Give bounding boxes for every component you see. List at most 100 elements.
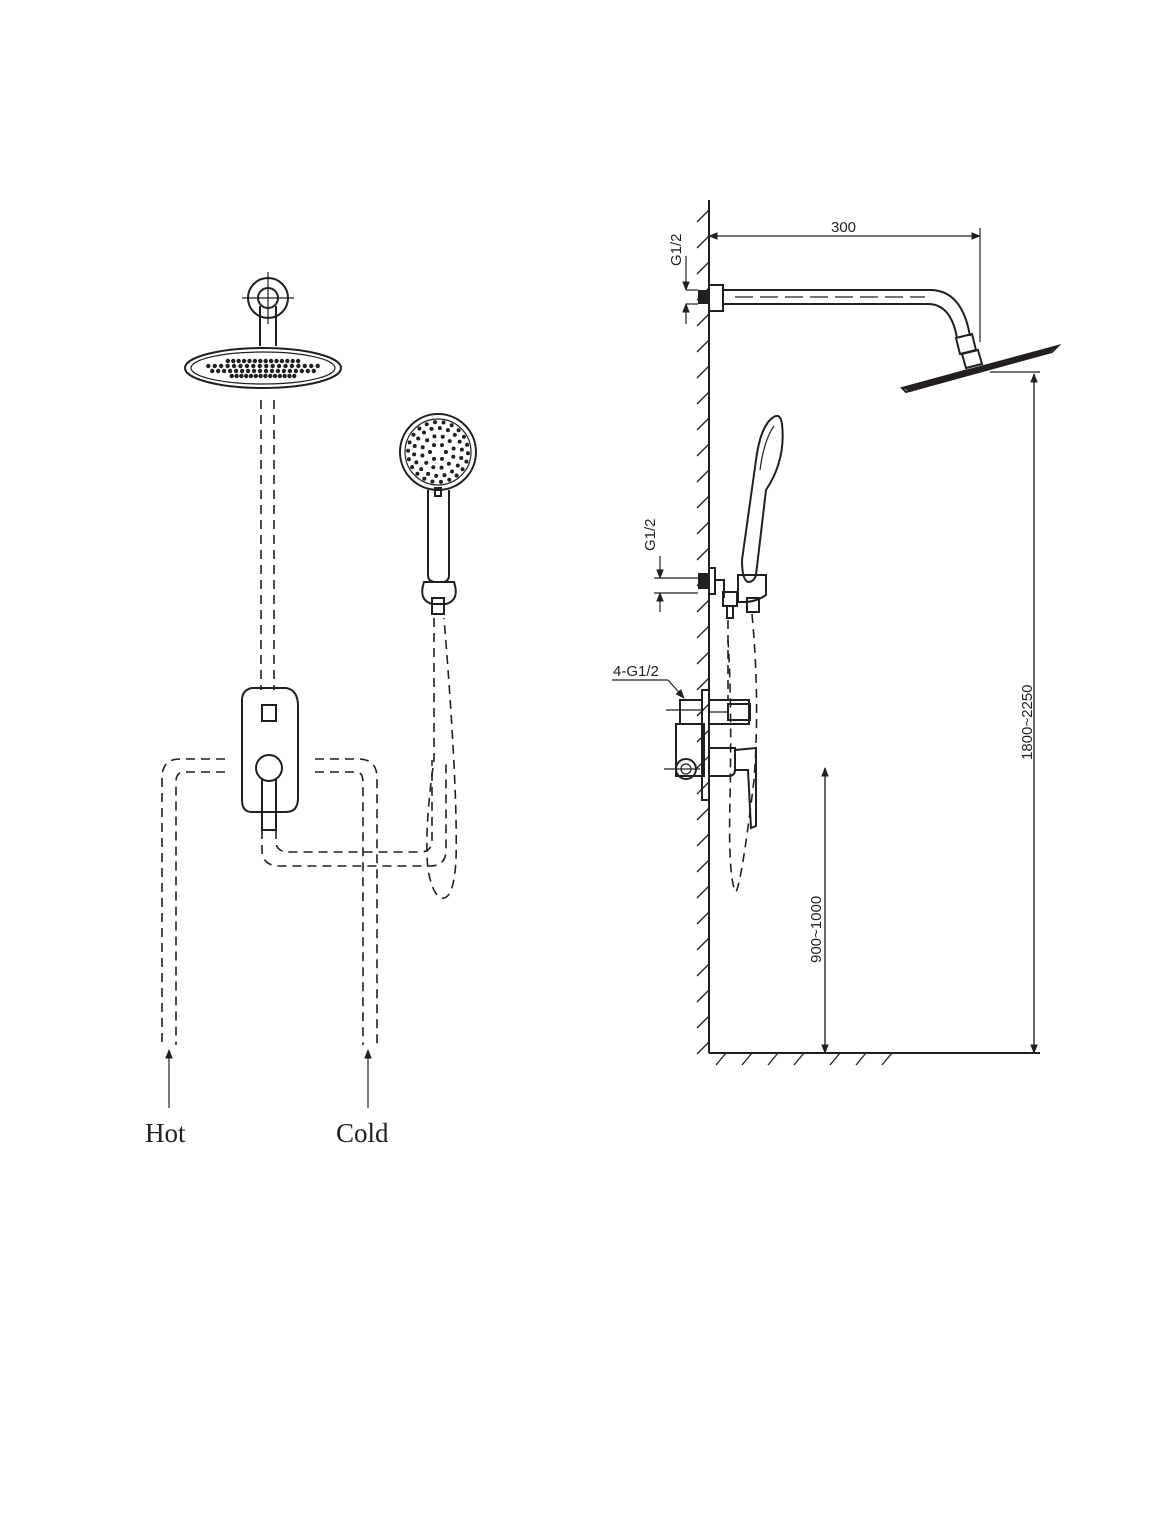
hand-nozzle <box>430 479 435 484</box>
floor-hatch-line <box>793 1052 805 1066</box>
front-shower-hose <box>426 617 458 899</box>
rain-nozzle <box>229 373 234 379</box>
dimension-arm-length: 300 <box>708 219 981 342</box>
hand-nozzle <box>412 444 417 449</box>
rain-nozzle <box>257 363 262 369</box>
rain-nozzle <box>275 368 281 374</box>
rain-nozzle <box>210 368 215 374</box>
hand-nozzle <box>431 465 436 470</box>
cold-inlet: Cold <box>336 1049 389 1148</box>
hand-nozzle <box>429 426 434 431</box>
head-height-label: 1800~2250 <box>1019 685 1036 761</box>
valve-thread-label: 4-G1/2 <box>613 663 659 680</box>
rain-nozzle <box>290 358 295 364</box>
rain-nozzle <box>281 368 287 374</box>
wall-hatch-line <box>696 651 710 665</box>
rain-nozzle <box>244 363 250 369</box>
rain-nozzle <box>218 363 224 369</box>
front-cold-supply-pipe <box>315 758 378 1045</box>
dimension-head-height: 1800~2250 <box>990 371 1040 1054</box>
hand-nozzle <box>440 456 444 461</box>
side-wall-outlet <box>698 567 738 700</box>
rain-nozzle <box>315 363 320 369</box>
wall-hatch-line <box>696 339 710 353</box>
wall-hatching <box>696 209 710 1055</box>
rain-nozzle <box>239 368 245 374</box>
rain-nozzle <box>295 358 301 364</box>
wall-hatch-line <box>696 937 710 951</box>
wall-hatch-line <box>696 469 710 483</box>
rain-nozzle <box>270 363 275 369</box>
side-wall <box>696 200 710 1055</box>
hand-nozzle <box>410 465 415 470</box>
rain-nozzle <box>231 358 236 364</box>
side-valve-body <box>664 689 757 830</box>
wall-hatch-line <box>696 261 710 275</box>
rain-nozzle <box>285 358 290 364</box>
rain-nozzle <box>221 368 227 374</box>
rain-nozzle <box>276 363 282 369</box>
rain-nozzle <box>283 363 288 369</box>
hand-nozzle <box>440 443 444 448</box>
hand-nozzle <box>437 426 442 431</box>
hand-nozzle <box>416 436 421 441</box>
hand-nozzle <box>461 434 466 439</box>
front-view: Hot Cold <box>145 272 477 1148</box>
wall-hatch-line <box>696 417 710 431</box>
hand-nozzle <box>424 460 429 465</box>
hand-nozzle <box>420 445 425 450</box>
floor-hatch-line <box>715 1052 727 1066</box>
hand-nozzle <box>428 450 432 454</box>
rain-nozzle <box>257 368 263 374</box>
hand-nozzle <box>460 467 465 472</box>
hand-nozzle <box>451 446 456 451</box>
front-outlet-pipe <box>261 760 447 867</box>
rain-nozzle <box>215 368 221 374</box>
hand-nozzle <box>459 447 464 452</box>
wall-hatch-line <box>696 963 710 977</box>
hand-nozzle <box>441 420 446 425</box>
hand-nozzle <box>456 428 461 433</box>
hand-nozzle <box>422 430 427 435</box>
rain-nozzle <box>296 363 301 369</box>
rain-nozzle <box>225 363 230 369</box>
rain-nozzle <box>243 373 249 379</box>
hot-inlet: Hot <box>145 1049 186 1148</box>
wall-hatch-line <box>696 521 710 535</box>
wall-hatch-line <box>696 599 710 613</box>
rain-nozzle <box>231 363 237 369</box>
front-riser-pipe <box>260 400 275 690</box>
rain-nozzle <box>245 368 251 374</box>
rain-nozzle <box>252 358 258 364</box>
side-rain-shower-head <box>900 344 1062 394</box>
hand-nozzle <box>454 473 459 478</box>
hand-nozzle <box>414 460 419 465</box>
rain-nozzle <box>293 368 299 374</box>
wall-hatch-line <box>696 833 710 847</box>
dimension-valve-thread: 4-G1/2 <box>612 663 685 699</box>
hand-nozzle <box>444 450 448 454</box>
hand-nozzle <box>407 440 412 445</box>
dimension-top-thread: G1/2 <box>668 233 698 324</box>
cold-label: Cold <box>336 1118 389 1148</box>
wall-hatch-line <box>696 391 710 405</box>
top-thread-label: G1/2 <box>668 233 685 266</box>
wall-hatch-line <box>696 677 710 691</box>
hand-nozzle <box>464 459 469 464</box>
front-wall-flange <box>242 272 294 346</box>
wall-hatch-line <box>696 989 710 1003</box>
rain-nozzle <box>251 368 257 374</box>
rain-nozzle <box>268 358 274 364</box>
front-rain-shower-head <box>184 347 342 389</box>
dimension-hand-thread: G1/2 <box>642 518 698 612</box>
rain-nozzle <box>279 358 285 364</box>
rain-nozzle <box>311 368 316 374</box>
hand-nozzle <box>432 456 436 461</box>
arm-length-label: 300 <box>831 219 856 236</box>
hand-nozzle <box>425 438 430 443</box>
hand-nozzle <box>411 432 416 437</box>
hand-nozzle <box>439 465 444 470</box>
wall-hatch-line <box>696 547 710 561</box>
hand-nozzle <box>422 476 427 481</box>
rain-nozzle <box>247 358 252 364</box>
